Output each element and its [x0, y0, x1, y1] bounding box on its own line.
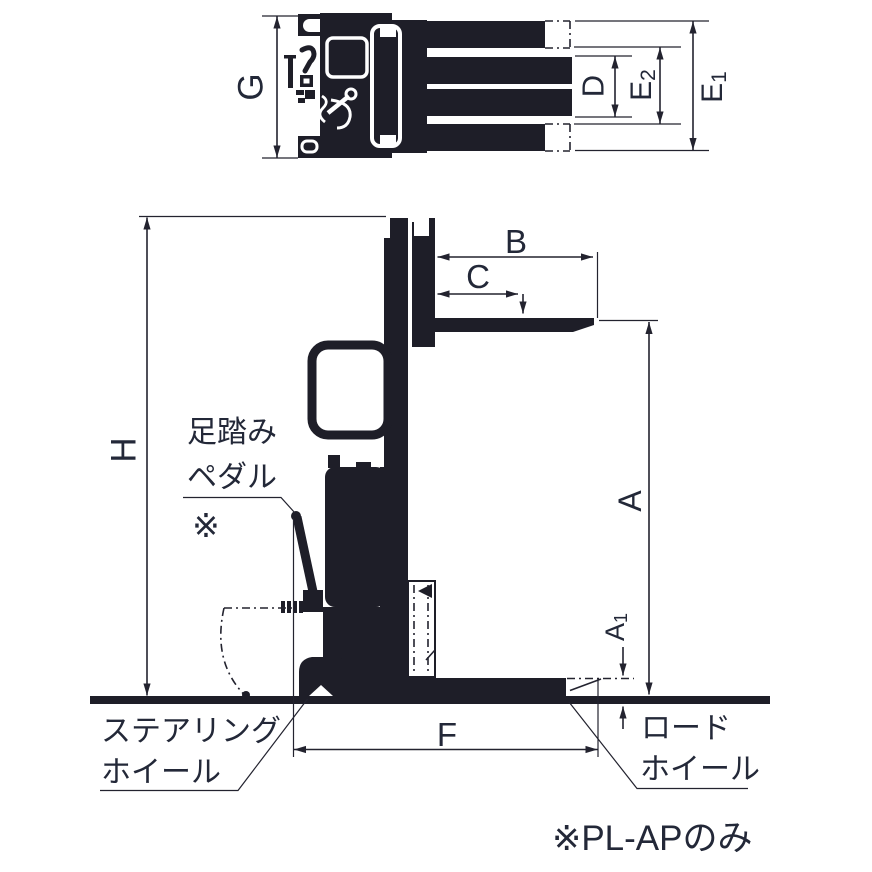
dim-G-label: G	[232, 73, 271, 100]
fork-heel	[412, 318, 435, 347]
dim-C: C	[437, 258, 527, 314]
fork-carriage	[412, 222, 435, 320]
tiller-handle	[307, 340, 393, 440]
load-wheel-edge	[569, 678, 602, 692]
straddle-leg-upper	[427, 21, 545, 48]
straddle-leg-side	[347, 678, 566, 696]
load-wheel-leader	[568, 701, 748, 790]
top-view: G D E2 E1	[232, 13, 731, 159]
pedal-travel-arc	[220, 607, 293, 699]
foot-pedal-label-line2: ペダル	[187, 461, 277, 494]
tiller-arm-top	[284, 45, 317, 103]
lowered-fork-indicator	[407, 580, 436, 678]
dim-D: D	[575, 55, 632, 118]
top-view-machine	[284, 13, 572, 158]
dim-E2: E2	[574, 46, 681, 125]
dim-B-label: B	[505, 223, 527, 260]
label-foot-pedal: 足踏み ペダル ※	[183, 416, 296, 544]
foot-pedal-label-line1: 足踏み	[187, 416, 277, 449]
dim-H: H	[105, 215, 386, 696]
pedal-arm	[292, 516, 320, 602]
label-load-wheel: ロード ホイール	[568, 701, 760, 790]
steering-wheel	[299, 657, 347, 696]
pedal-note-mark: ※	[192, 507, 220, 544]
footnote-pl-ap: ※PL-APのみ	[552, 819, 752, 858]
straddle-leg-lower	[427, 124, 545, 151]
fork-blade	[435, 318, 594, 332]
dim-E1-label: E1	[696, 71, 731, 103]
load-wheel-label-line1: ロード	[641, 712, 731, 745]
steering-wheel-leader	[100, 698, 308, 792]
dim-G: G	[232, 15, 298, 159]
label-steering-wheel: ステアリング ホイール	[100, 698, 308, 792]
leg-hidden-lines	[545, 20, 571, 152]
foot-pedal-leader	[183, 496, 296, 514]
steering-wheel-label-line2: ホイール	[101, 756, 221, 789]
dim-A-label: A	[612, 490, 648, 512]
dim-H-label: H	[105, 437, 144, 462]
dim-E1: E1	[575, 20, 731, 152]
fork-lower	[427, 89, 572, 116]
dim-A1: A1	[567, 613, 634, 729]
dim-D-label: D	[576, 75, 611, 97]
load-wheel-label-line2: ホイール	[640, 753, 760, 786]
dim-A: A	[599, 319, 658, 695]
dim-F-label: F	[437, 716, 457, 753]
side-view: H B C A A1	[90, 215, 770, 858]
mast-top	[390, 20, 427, 153]
dim-E2-label: E2	[625, 69, 660, 101]
dim-B: B	[437, 223, 599, 318]
fork-upper	[427, 57, 572, 84]
ground-line	[90, 696, 770, 704]
hydraulic-unit	[325, 467, 386, 607]
steering-wheel-label-line1: ステアリング	[101, 715, 281, 748]
dim-A1-label: A1	[600, 613, 631, 641]
dim-C-label: C	[466, 258, 490, 295]
side-view-machine	[90, 218, 770, 704]
